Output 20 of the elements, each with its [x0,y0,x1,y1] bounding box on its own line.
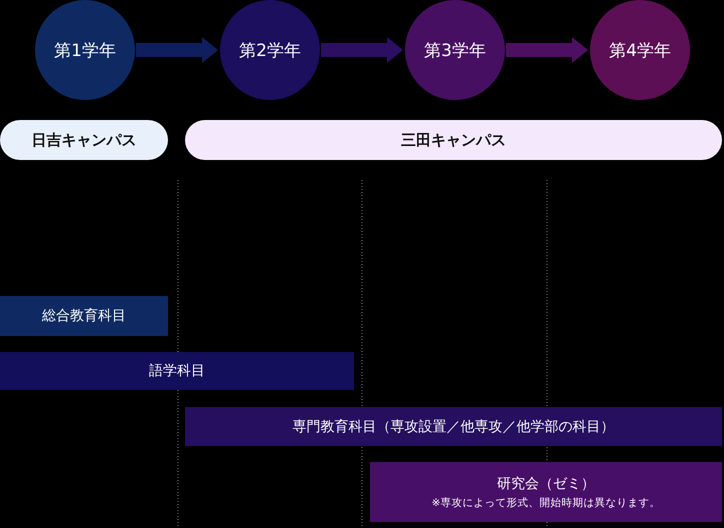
campus-label [185,120,722,160]
label-text: 第3学年 [424,40,486,62]
label-text: 語学科目 [149,362,205,380]
label-text: 三田キャンパス [401,130,506,150]
campus-label [0,120,168,160]
note-text: ※専攻によって形式、開始時期は異なります。 [432,496,660,510]
chevron-arrow [321,37,403,63]
course-bar [0,352,354,390]
course-bar [185,407,722,446]
course-bar [0,296,168,336]
label-text: 専門教育科目（専攻設置／他専攻／他学部の科目） [292,418,614,436]
label-text: 総合教育科目 [42,307,126,325]
label-text: 研究会（ゼミ） [497,474,595,492]
chevron-arrow [506,37,588,63]
label-text: 第4学年 [609,40,671,62]
label-text: 第1学年 [54,40,116,62]
label-text: 第2学年 [239,40,301,62]
label-text: 日吉キャンパス [32,130,136,150]
course-bar [370,462,722,522]
chevron-arrow [136,37,218,63]
